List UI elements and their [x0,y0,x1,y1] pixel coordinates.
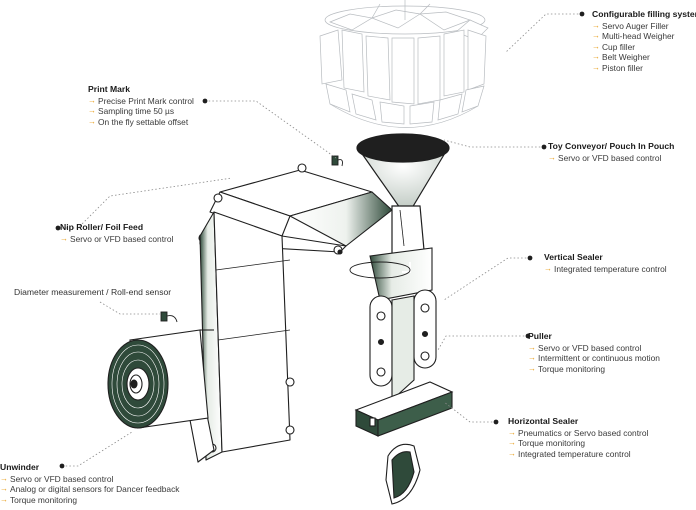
label-filling-system: Configurable filling system →Servo Auger… [592,9,696,73]
funnel-icon [356,133,450,263]
film-path-left-icon [189,211,295,463]
list-item: →Servo or VFD based control [548,153,674,163]
arrow-right-icon: → [88,116,96,126]
list-item-text: Integrated temperature control [518,448,631,459]
list-item-text: Integrated temperature control [554,264,667,274]
arrow-right-icon: → [592,21,600,30]
label-items: →Precise Print Mark control→Sampling tim… [88,96,194,127]
label-title: Print Mark [88,84,131,94]
list-item: →Torque monitoring [528,364,660,374]
list-item: →Servo or VFD based control [528,343,660,353]
arrow-right-icon: → [88,96,96,105]
arrow-right-icon: → [508,438,516,448]
arrow-right-icon: → [528,343,536,352]
arrow-right-icon: → [548,153,556,162]
list-item-text: Piston filler [602,62,643,73]
arrow-right-icon: → [528,353,536,363]
label-nip-roller: Nip Roller/ Foil Feed →Servo or VFD base… [60,222,173,244]
list-item: →Integrated temperature control [508,449,648,459]
list-item: →Torque monitoring [0,495,179,505]
list-item-text: Torque monitoring [518,438,586,449]
label-items: →Servo Auger Filler→Multi-head Weigher→C… [592,21,696,73]
label-items: →Integrated temperature control [544,264,667,274]
pouch-icon [385,443,421,505]
list-item: →On the fly settable offset [88,117,194,127]
arrow-right-icon: → [592,62,600,72]
list-item-text: Intermittent or continuous motion [538,353,660,364]
multihead-weigher-icon [319,0,489,128]
arrow-right-icon: → [0,474,8,483]
list-item-text: Belt Weigher [602,52,650,63]
arrow-right-icon: → [592,52,600,62]
list-item: →Servo or VFD based control [60,234,173,244]
leader-lines [58,13,582,467]
unwinder-roll-icon [107,329,214,429]
list-item: →Torque monitoring [508,438,648,448]
list-item-text: Servo or VFD based control [70,234,174,244]
list-item: →Pneumatics or Servo based control [508,428,648,438]
list-item: →Servo or VFD based control [0,474,179,484]
list-item: →Cup filler [592,42,696,52]
label-items: →Servo or VFD based control [60,234,173,244]
label-diameter: Diameter measurement / Roll-end sensor [14,287,171,298]
label-print-mark: Print Mark →Precise Print Mark control→S… [88,84,194,127]
list-item: →Servo Auger Filler [592,21,696,31]
list-item: →Piston filler [592,63,696,73]
list-item: →Intermittent or continuous motion [528,353,660,363]
list-item-text: Multi-head Weigher [602,31,675,42]
list-item-text: Torque monitoring [10,494,78,505]
arrow-right-icon: → [528,363,536,373]
list-item-text: On the fly settable offset [98,116,189,127]
list-item: →Integrated temperature control [544,264,667,274]
list-item: →Sampling time 50 µs [88,106,194,116]
label-title: Diameter measurement / Roll-end sensor [14,287,172,297]
arrow-right-icon: → [592,31,600,41]
list-item: →Precise Print Mark control [88,96,194,106]
arrow-right-icon: → [60,234,68,243]
label-horizontal-sealer: Horizontal Sealer →Pneumatics or Servo b… [508,416,648,459]
label-title: Horizontal Sealer [508,416,579,426]
list-item-text: Cup filler [602,41,636,52]
leader-dots [55,11,585,469]
label-items: →Servo or VFD based control [548,153,674,163]
forming-tube-icon [349,247,433,301]
arrow-right-icon: → [508,428,516,437]
label-items: →Servo or VFD based control→Analog or di… [0,474,179,505]
arrow-right-icon: → [88,106,96,116]
label-puller: Puller →Servo or VFD based control→Inter… [528,331,660,374]
label-title: Unwinder [0,462,40,472]
list-item-text: Pneumatics or Servo based control [518,428,649,438]
list-item: →Analog or digital sensors for Dancer fe… [0,484,179,494]
label-items: →Servo or VFD based control→Intermittent… [528,343,660,374]
list-item-text: Servo or VFD based control [558,153,662,163]
label-title: Puller [528,331,552,341]
puller-icon [369,289,437,402]
label-title: Nip Roller/ Foil Feed [60,222,144,232]
list-item-text: Analog or digital sensors for Dancer fee… [10,484,180,495]
list-item-text: Servo or VFD based control [538,343,642,353]
list-item-text: Torque monitoring [538,363,606,374]
label-items: →Pneumatics or Servo based control→Torqu… [508,428,648,459]
label-title: Vertical Sealer [544,252,603,262]
arrow-right-icon: → [0,484,8,494]
horizontal-sealer-icon [354,381,454,437]
list-item-text: Precise Print Mark control [98,96,194,106]
arrow-right-icon: → [544,264,552,273]
list-item: →Belt Weigher [592,52,696,62]
list-item-text: Servo Auger Filler [602,21,669,31]
list-item: →Multi-head Weigher [592,31,696,41]
print-mark-sensor-icon [331,155,343,167]
label-unwinder: Unwinder →Servo or VFD based control→Ana… [0,462,179,505]
label-title: Configurable filling system [592,9,696,19]
list-item-text: Servo or VFD based control [10,474,114,484]
label-vertical-sealer: Vertical Sealer →Integrated temperature … [544,252,667,274]
arrow-right-icon: → [592,41,600,51]
diameter-sensor-icon [160,311,178,323]
list-item-text: Sampling time 50 µs [98,106,175,117]
arrow-right-icon: → [0,494,8,504]
arrow-right-icon: → [508,448,516,458]
label-toy-conveyor: Toy Conveyor/ Pouch In Pouch →Servo or V… [548,141,674,163]
label-title: Toy Conveyor/ Pouch In Pouch [548,141,675,151]
